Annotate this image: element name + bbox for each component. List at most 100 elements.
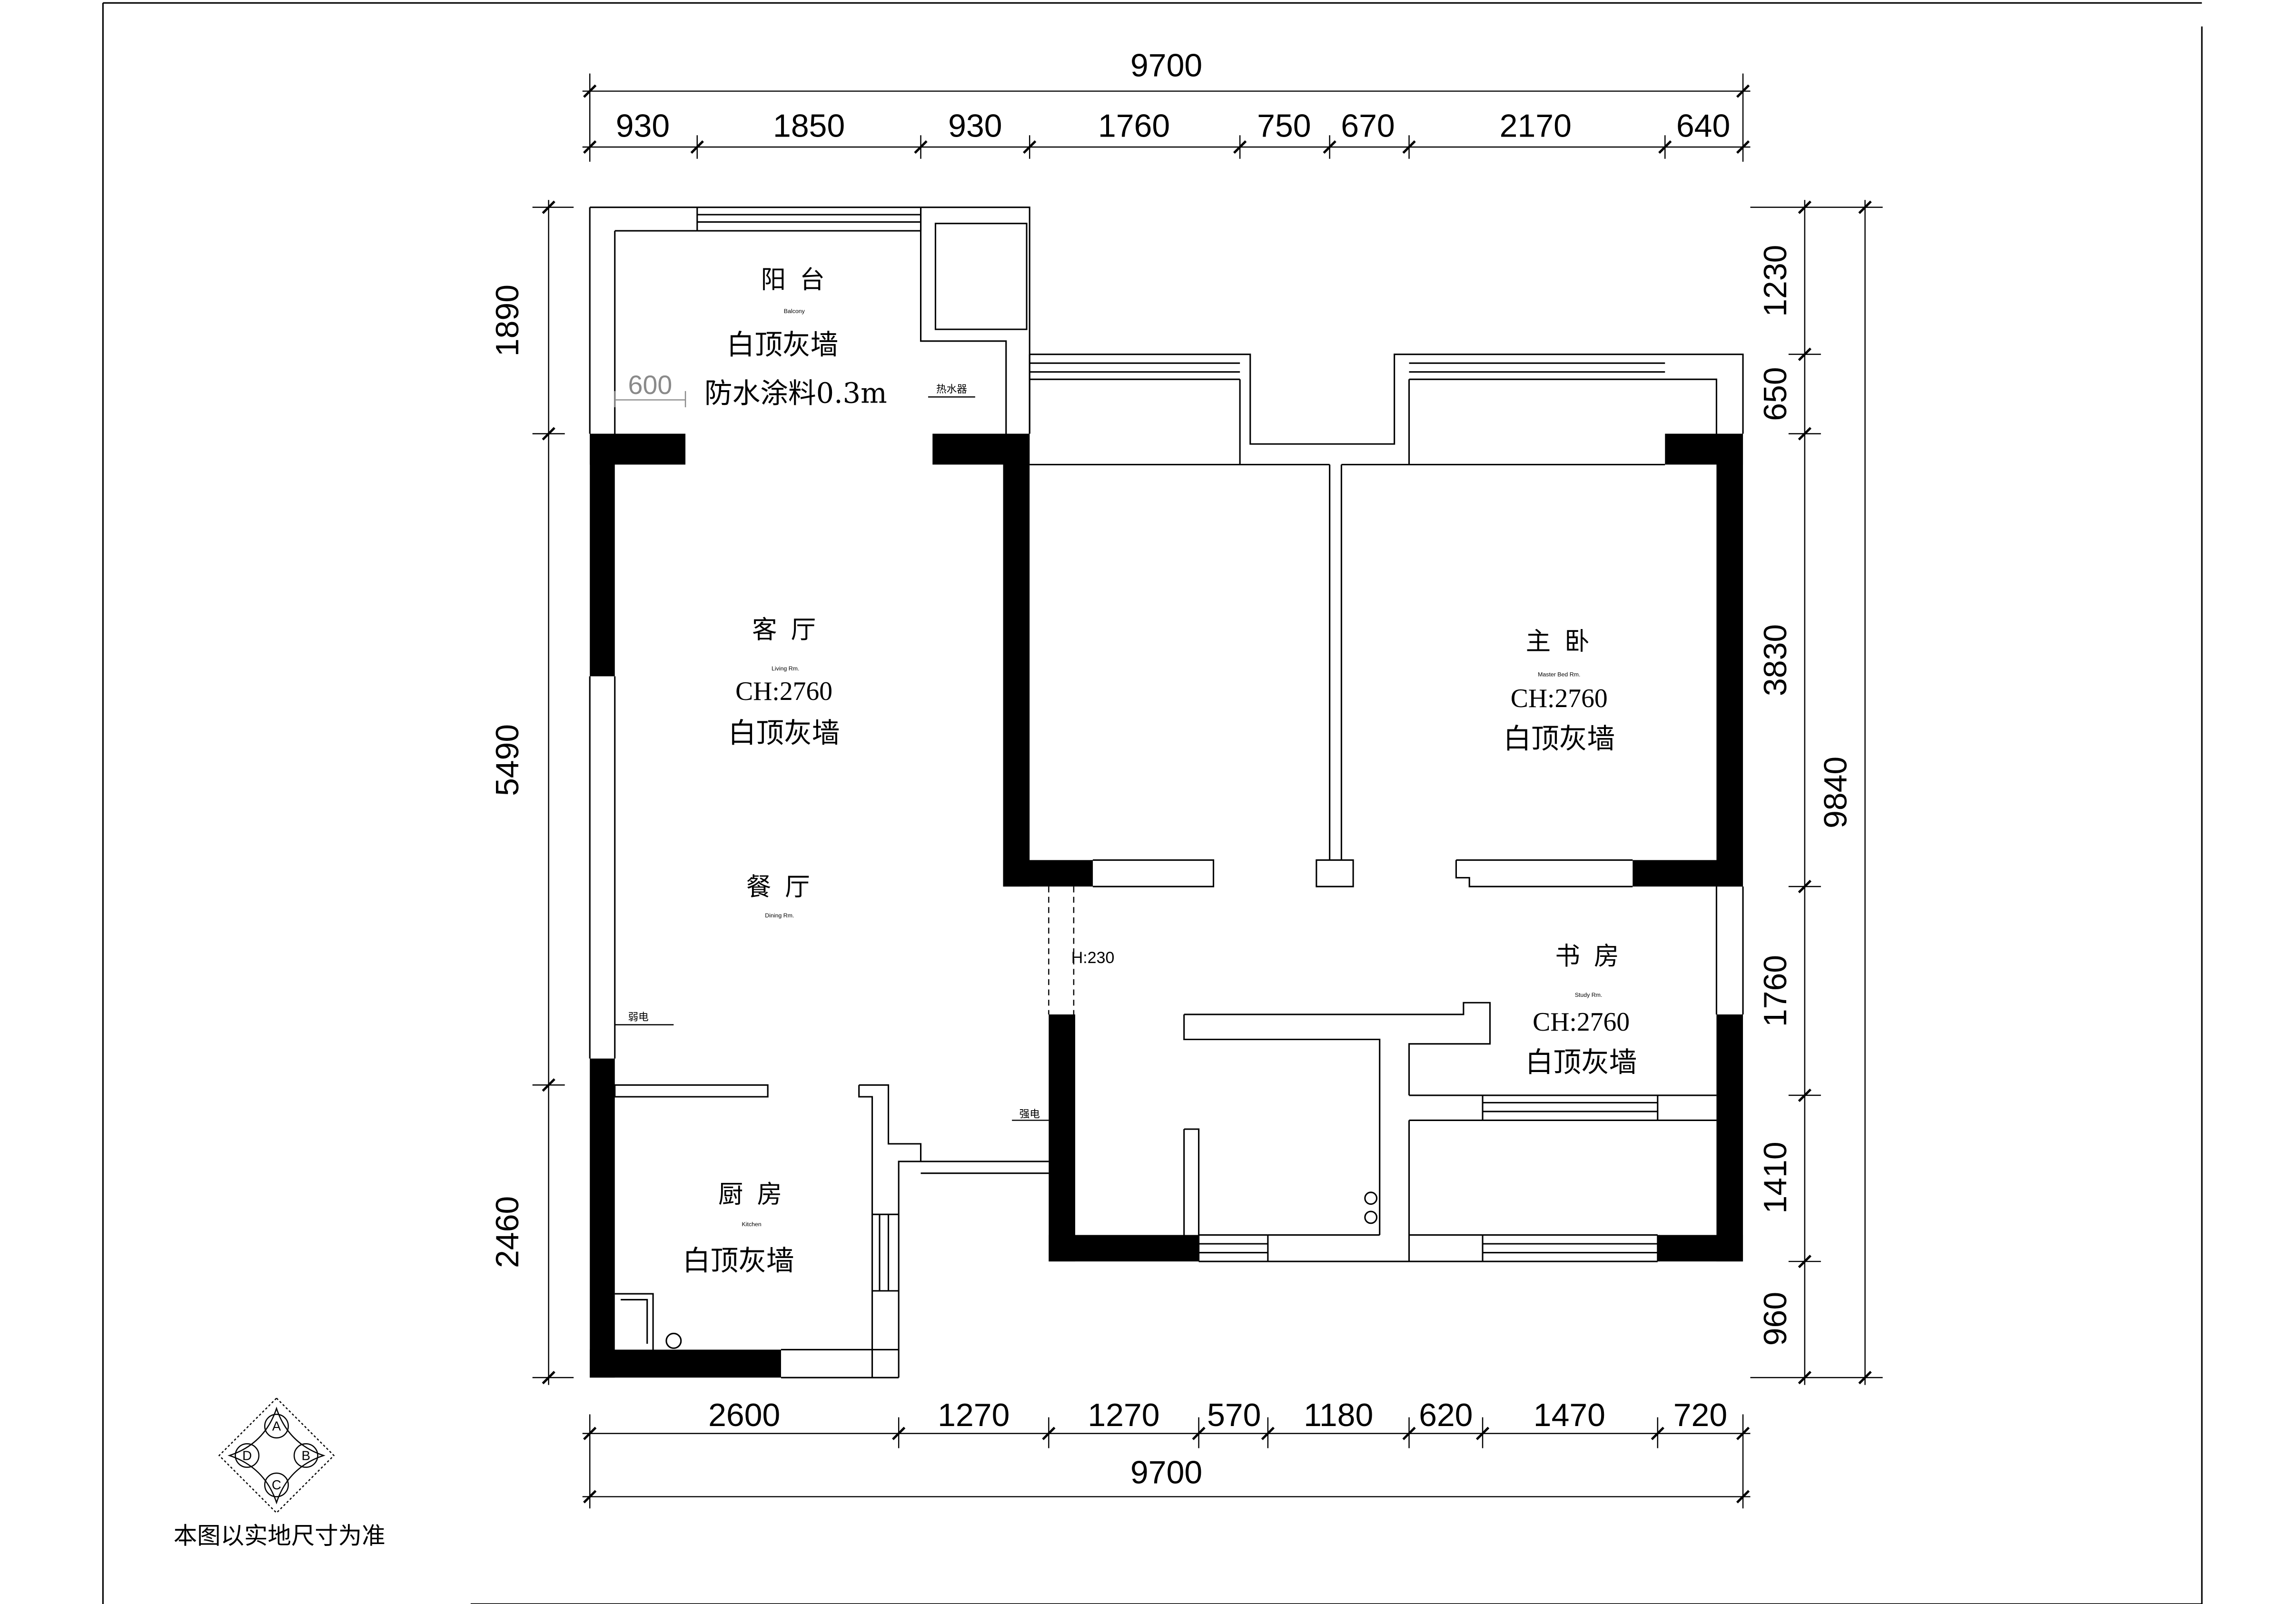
master-bottom-wall: [1455, 859, 1633, 887]
lower-right-wall: [1716, 1014, 1743, 1262]
room-labels: 阳 台 Balcony 白顶灰墙 防水涂料0.3m 客 厅 Living Rm.…: [683, 266, 1637, 1277]
left-dimension-value: 2460: [489, 1196, 525, 1268]
living-left-wall: [590, 433, 615, 677]
top-dimension-value: 1760: [1098, 108, 1170, 144]
balcony-width-label: 600: [628, 370, 673, 400]
bottom-dimension-value: 620: [1419, 1397, 1473, 1433]
opening-height-label: H:230: [1071, 949, 1115, 967]
study-right-wall: [1715, 886, 1744, 1014]
top-dimensions: 9700 930 1850 930 1760 750 670 2170 640: [582, 48, 1751, 162]
drawing-frame: [102, 2, 2203, 1604]
lower-left-wall: [1049, 1014, 1076, 1262]
right-dimension-value: 1410: [1757, 1141, 1793, 1213]
kitchen-bottom-wall-thin: [781, 1348, 899, 1378]
kitchen-bottom-wall: [590, 1349, 781, 1378]
balcony-outline: [589, 207, 1030, 434]
dining-room-name: 餐 厅: [746, 873, 813, 902]
bottom-dimensions: 2600 1270 1270 570 1180 620 1470 720 970…: [582, 1397, 1751, 1509]
bottom-dimension-value: 1270: [938, 1397, 1009, 1433]
balcony-finish: 白顶灰墙: [727, 329, 839, 361]
top-dimension-value: 2170: [1500, 108, 1572, 144]
living-room-finish: 白顶灰墙: [728, 717, 840, 749]
water-heater-cabinet: [920, 207, 1028, 434]
left-dimension-value: 5490: [489, 724, 525, 796]
compass-label-b: B: [302, 1448, 311, 1463]
compass-outer-diamond: [218, 1397, 335, 1514]
study-name: 书 房: [1555, 942, 1622, 971]
top-dimension-value: 930: [616, 108, 670, 144]
living-left-wall-thin: [589, 676, 616, 1059]
bottom-dimension-value: 2600: [708, 1397, 780, 1433]
lower-bottom-wall-left: [1049, 1235, 1199, 1262]
compass-label-d: D: [242, 1448, 252, 1463]
bottom-segment-dimension-ticks: [583, 1427, 1750, 1440]
bay-window-outline: [1029, 354, 1744, 445]
dining-room-english-name: Dining Rm.: [765, 912, 794, 919]
bedroom-door-jamb: [1003, 860, 1093, 887]
bottom-dimension-value: 570: [1207, 1397, 1261, 1433]
compass-inner-diamond: [228, 1407, 326, 1505]
bottom-window-right: [1482, 1234, 1659, 1262]
bottom-total-dimension: 9700: [1130, 1455, 1202, 1491]
balcony-width-dimension: [614, 391, 686, 407]
living-room-ceiling-height: CH:2760: [735, 677, 832, 706]
master-bedroom-english-name: Master Bed Rm.: [1538, 671, 1580, 678]
right-total-dimension-ticks: [1858, 200, 1872, 1385]
left-dimension-value: 1890: [489, 285, 525, 356]
kitchen-english-name: Kitchen: [742, 1221, 762, 1228]
top-dimension-value: 750: [1257, 108, 1311, 144]
bottom-wall-middle: [1267, 1234, 1483, 1262]
bathroom-walls: [1183, 1014, 1410, 1262]
right-segment-dimension-ticks: [1798, 200, 1811, 1385]
load-bearing-walls: [590, 433, 1743, 1378]
master-top-jamb: [1665, 433, 1743, 465]
annotations: 600 热水器 弱电 强电 H:230: [614, 370, 1115, 1121]
right-dimension-value: 960: [1757, 1292, 1793, 1346]
bottom-total-dimension-ticks: [583, 1490, 1750, 1504]
right-dimension-value: 1230: [1757, 245, 1793, 317]
balcony-door-left-jamb: [590, 433, 686, 465]
compass-circle-c: [264, 1472, 289, 1497]
left-dimension-line: [532, 200, 574, 1385]
left-dimension-ticks: [542, 200, 555, 1385]
kitchen-pass-through: [920, 1161, 1049, 1174]
bottom-dimension-value: 1270: [1088, 1397, 1159, 1433]
right-total-dimension: 9840: [1818, 757, 1854, 828]
top-dimension-value: 930: [948, 108, 1002, 144]
partition-walls: [589, 207, 1744, 1378]
compass-circle-d: [235, 1443, 260, 1468]
master-bedroom-window: [1408, 362, 1717, 465]
balcony-window: [696, 207, 922, 232]
living-right-wall: [1003, 433, 1030, 887]
bottom-dimension-value: 720: [1673, 1397, 1727, 1433]
study-ceiling-height: CH:2760: [1533, 1007, 1630, 1037]
master-bottom-jamb: [1633, 860, 1743, 887]
bottom-window-left: [1198, 1234, 1269, 1262]
top-dimension-value: 640: [1676, 108, 1730, 144]
top-total-dimension: 9700: [1130, 48, 1202, 84]
kitchen-stove-fixture: [614, 1293, 654, 1350]
kitchen-window: [872, 1213, 899, 1292]
balcony-waterproof-note: 防水涂料0.3m: [704, 377, 887, 410]
compass-circle-b: [293, 1443, 318, 1468]
top-dimension-value: 670: [1341, 108, 1395, 144]
living-room-name: 客 厅: [752, 615, 819, 644]
bedroom-partition: [1316, 464, 1354, 887]
dining-opening: [1048, 886, 1075, 1014]
weak-current-label: 弱电: [628, 1011, 649, 1023]
kitchen-finish: 白顶灰墙: [683, 1245, 794, 1277]
right-dimension-value: 650: [1757, 367, 1793, 421]
master-right-wall: [1716, 433, 1743, 887]
kitchen-left-wall: [590, 1058, 615, 1378]
left-dimensions: 1890 5490 2460: [489, 200, 574, 1385]
kitchen-sink-icon: [665, 1332, 682, 1349]
strong-current-label: 强电: [1019, 1108, 1040, 1120]
right-dimension-value: 3830: [1757, 624, 1793, 696]
compass-label-a: A: [272, 1419, 281, 1434]
balcony-english-name: Balcony: [784, 308, 805, 315]
kitchen-name: 厨 房: [718, 1180, 785, 1209]
floor-drain-icon: [1364, 1210, 1378, 1224]
master-bedroom-name: 主 卧: [1526, 627, 1593, 656]
kitchen-right-wall: [858, 1084, 922, 1378]
